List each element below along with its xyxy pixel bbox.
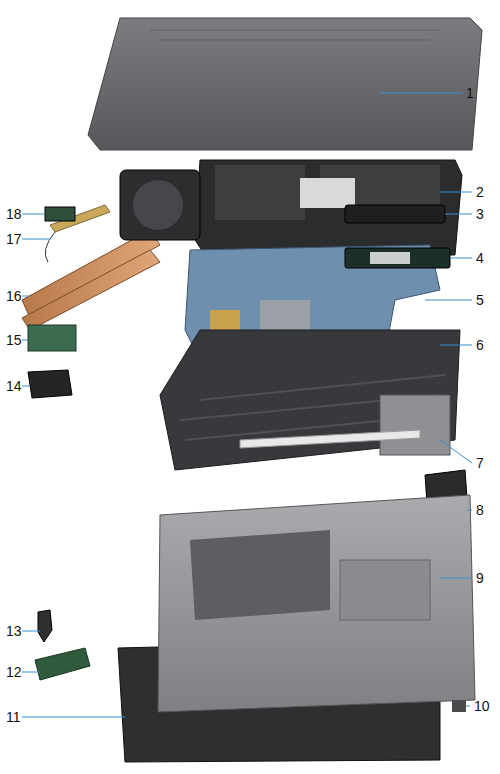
callout-number: 12 (6, 664, 22, 680)
ssd (345, 248, 450, 268)
callout-number: 17 (6, 231, 22, 247)
ssd-label (370, 252, 410, 264)
callout-number: 13 (6, 623, 22, 639)
cover-vents (150, 30, 440, 40)
battery-sticker (300, 178, 355, 208)
antenna-wire (45, 232, 55, 262)
palmrest (158, 495, 475, 712)
touchpad (340, 560, 430, 620)
callout-number: 18 (6, 206, 22, 222)
callout-number: 6 (476, 337, 484, 353)
wlan-card (28, 325, 76, 351)
callout-number: 16 (6, 288, 22, 304)
callout-number: 10 (474, 698, 490, 714)
small-bracket (452, 700, 466, 712)
callout-number: 7 (476, 455, 484, 471)
battery (195, 160, 462, 255)
card-shield (28, 370, 72, 398)
small-board (45, 207, 75, 221)
keyboard (160, 330, 460, 470)
fan (120, 170, 200, 240)
keyboard-grid (190, 530, 330, 620)
callout-number: 1 (466, 85, 474, 101)
callout-number: 14 (6, 378, 22, 394)
fingerprint-board (35, 648, 90, 680)
callout-number: 3 (476, 206, 484, 222)
callout-number: 11 (6, 709, 21, 725)
callout-number: 9 (476, 570, 484, 586)
heat-pipe (22, 250, 160, 330)
callout-number: 8 (476, 502, 484, 518)
leader-lines (22, 93, 472, 717)
bottom-cover (88, 18, 482, 150)
support-plate (380, 395, 450, 455)
fan-blades (133, 180, 183, 230)
callout-number: 2 (476, 184, 484, 200)
flex-cable (240, 430, 420, 448)
ssd-thermal-plate (345, 205, 445, 223)
heat-pipe (22, 230, 160, 318)
callout-number: 4 (476, 250, 484, 266)
battery-cell (215, 165, 305, 220)
callout-number: 5 (476, 292, 484, 308)
callout-number: 15 (6, 332, 22, 348)
power-button (38, 610, 52, 642)
